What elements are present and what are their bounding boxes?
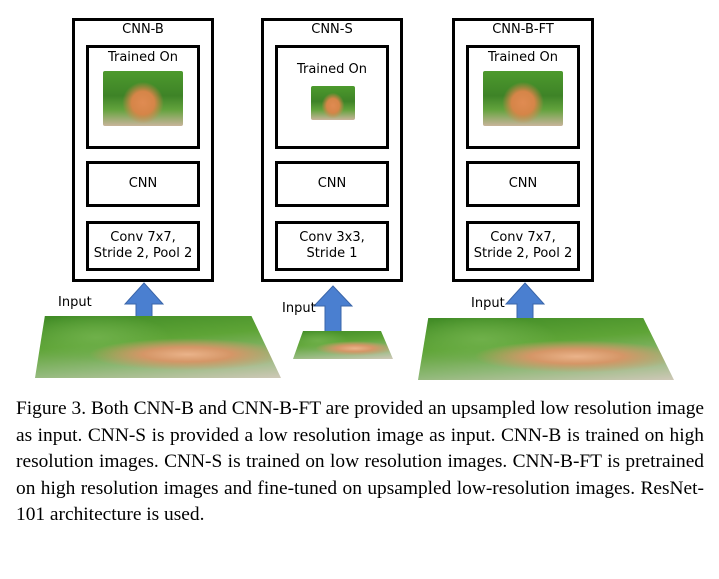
trained-on-box: Trained On: [275, 45, 389, 149]
training-image-thumbnail: [483, 71, 563, 126]
trained-on-label: Trained On: [107, 50, 179, 65]
input-image: [418, 318, 674, 380]
trained-on-box: Trained On: [86, 45, 200, 149]
trained-on-label: Trained On: [487, 50, 559, 65]
panel-title: CNN-B: [122, 22, 164, 37]
trained-on-label: Trained On: [296, 62, 368, 77]
conv-layer-box: Conv 3x3, Stride 1: [275, 221, 389, 271]
input-image: [35, 316, 281, 378]
panel-cnn-b-ft: CNN-B-FT Trained On CNN Conv 7x7, Stride…: [452, 18, 594, 282]
conv-layer-box: Conv 7x7, Stride 2, Pool 2: [86, 221, 200, 271]
training-image-thumbnail: [103, 71, 183, 126]
figure-caption: Figure 3. Both CNN-B and CNN-B-FT are pr…: [16, 398, 704, 526]
conv-layer-box: Conv 7x7, Stride 2, Pool 2: [466, 221, 580, 271]
cnn-box: CNN: [275, 161, 389, 207]
up-arrow-icon: [313, 285, 353, 333]
input-label: Input: [282, 301, 316, 316]
input-image: [293, 331, 393, 359]
cnn-label: CNN: [508, 176, 538, 191]
cnn-box: CNN: [86, 161, 200, 207]
cnn-label: CNN: [128, 176, 158, 191]
input-label: Input: [58, 295, 92, 310]
trained-on-box: Trained On: [466, 45, 580, 149]
panel-cnn-s: CNN-S Trained On CNN Conv 3x3, Stride 1: [261, 18, 403, 282]
cnn-box: CNN: [466, 161, 580, 207]
cnn-label: CNN: [317, 176, 347, 191]
panel-title: CNN-S: [311, 22, 353, 37]
training-image-thumbnail: [311, 86, 355, 120]
panel-title: CNN-B-FT: [492, 22, 554, 37]
input-label: Input: [471, 296, 505, 311]
panel-cnn-b: CNN-B Trained On CNN Conv 7x7, Stride 2,…: [72, 18, 214, 282]
